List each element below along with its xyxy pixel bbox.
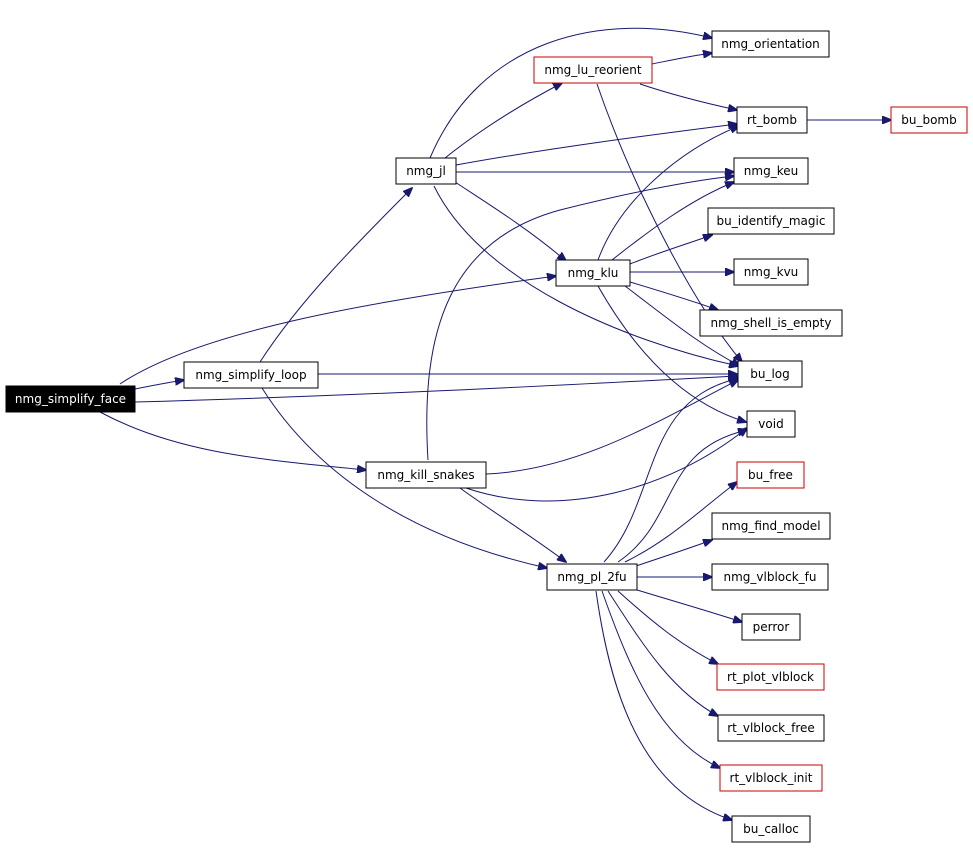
edge-simplify-loop-to-jl [259, 188, 412, 363]
node-nmg-find-model[interactable]: nmg_find_model [711, 512, 831, 540]
node-rt-bomb[interactable]: rt_bomb [736, 106, 808, 134]
node-nmg-pl-2fu[interactable]: nmg_pl_2fu [546, 563, 638, 591]
edge-jl-to-orientation [429, 27, 712, 159]
edge-pl-2fu-to-rt-plot-vlblock [617, 590, 718, 664]
node-label: bu_bomb [901, 113, 957, 127]
node-label: nmg_pl_2fu [557, 570, 626, 584]
edge-klu-to-bu-log [624, 285, 740, 366]
node-label: rt_vlblock_free [727, 721, 815, 735]
edge-pl-2fu-to-rt-vlblock-init [601, 590, 720, 768]
node-label: void [758, 417, 783, 431]
edge-lu-reorient-to-rt-bomb [639, 83, 737, 110]
node-nmg-jl[interactable]: nmg_jl [395, 157, 457, 185]
edge-kill-snakes-to-bu-log [485, 380, 738, 475]
node-label: rt_bomb [747, 113, 797, 127]
node-nmg-orientation[interactable]: nmg_orientation [711, 30, 830, 58]
edge-jl-to-lu-reorient [444, 83, 562, 159]
edges [99, 27, 891, 820]
edge-klu-to-shell-is-empty [629, 281, 718, 310]
node-perror[interactable]: perror [741, 613, 801, 641]
node-label: nmg_vlblock_fu [723, 570, 816, 584]
node-label: nmg_jl [406, 164, 446, 178]
node-label: nmg_find_model [721, 519, 820, 533]
edge-pl-2fu-to-perror [636, 589, 742, 622]
node-label: bu_log [750, 367, 790, 381]
edge-pl-2fu-to-bu-log [603, 378, 740, 563]
node-rt-vlblock-init[interactable]: rt_vlblock_init [719, 764, 823, 792]
edge-kill-snakes-to-keu [426, 176, 734, 461]
node-label: rt_plot_vlblock [727, 670, 814, 684]
node-bu-log[interactable]: bu_log [737, 360, 803, 388]
node-label: nmg_lu_reorient [544, 63, 642, 77]
edge-simplify-face-to-kill-snakes [99, 411, 366, 470]
edge-pl-2fu-to-bu-calloc [595, 590, 732, 820]
edge-lu-reorient-to-orientation [651, 53, 712, 65]
node-void[interactable]: void [746, 410, 796, 438]
edge-simplify-loop-to-pl-2fu [261, 387, 547, 568]
node-label: nmg_simplify_loop [195, 368, 306, 382]
edge-klu-to-void [597, 285, 746, 422]
node-label: nmg_orientation [721, 37, 820, 51]
node-label: nmg_keu [744, 164, 798, 178]
edge-klu-to-identify-magic [629, 235, 712, 265]
node-label: nmg_kill_snakes [377, 468, 474, 482]
node-bu-bomb[interactable]: bu_bomb [890, 106, 968, 134]
node-nmg-simplify-loop[interactable]: nmg_simplify_loop [183, 361, 319, 389]
node-label: nmg_shell_is_empty [711, 316, 832, 330]
node-nmg-shell-is-empty[interactable]: nmg_shell_is_empty [699, 309, 843, 337]
node-nmg-keu[interactable]: nmg_keu [733, 157, 809, 185]
nodes: nmg_simplify_face nmg_simplify_loop nmg_… [5, 30, 968, 843]
node-label: nmg_simplify_face [15, 392, 126, 406]
node-nmg-klu[interactable]: nmg_klu [555, 259, 631, 287]
node-nmg-vlblock-fu[interactable]: nmg_vlblock_fu [711, 563, 829, 591]
edge-pl-2fu-to-rt-vlblock-free [607, 590, 718, 716]
edge-jl-to-klu [454, 181, 566, 261]
edge-klu-to-rt-bomb [597, 126, 739, 261]
node-bu-identify-magic[interactable]: bu_identify_magic [707, 207, 835, 235]
node-nmg-lu-reorient[interactable]: nmg_lu_reorient [533, 56, 653, 84]
edge-simplify-face-to-klu [119, 276, 556, 385]
edge-pl-2fu-to-find-model [635, 540, 712, 567]
edge-jl-to-bu-log [433, 185, 738, 366]
node-label: nmg_klu [568, 266, 619, 280]
edge-kill-snakes-to-pl-2fu [459, 487, 566, 562]
node-label: nmg_kvu [744, 265, 799, 279]
edge-jl-to-rt-bomb [455, 124, 737, 166]
node-bu-free[interactable]: bu_free [736, 461, 805, 489]
edge-simplify-face-to-bu-log [134, 376, 737, 403]
edge-klu-to-keu [611, 182, 734, 261]
node-nmg-simplify-face[interactable]: nmg_simplify_face [5, 385, 136, 413]
edge-pl-2fu-to-void [617, 430, 747, 563]
edge-kill-snakes-to-void [465, 428, 747, 502]
node-label: bu_free [748, 468, 793, 482]
edge-simplify-face-to-simplify-loop [134, 380, 184, 390]
node-rt-plot-vlblock[interactable]: rt_plot_vlblock [716, 663, 825, 691]
node-label: bu_calloc [743, 822, 799, 836]
node-label: perror [753, 620, 790, 634]
node-bu-calloc[interactable]: bu_calloc [731, 815, 811, 843]
node-label: rt_vlblock_init [730, 771, 813, 785]
edge-pl-2fu-to-bu-free [624, 482, 737, 563]
node-nmg-kvu[interactable]: nmg_kvu [733, 258, 809, 286]
node-rt-vlblock-free[interactable]: rt_vlblock_free [717, 714, 825, 742]
node-nmg-kill-snakes[interactable]: nmg_kill_snakes [365, 461, 487, 489]
node-label: bu_identify_magic [717, 214, 826, 228]
